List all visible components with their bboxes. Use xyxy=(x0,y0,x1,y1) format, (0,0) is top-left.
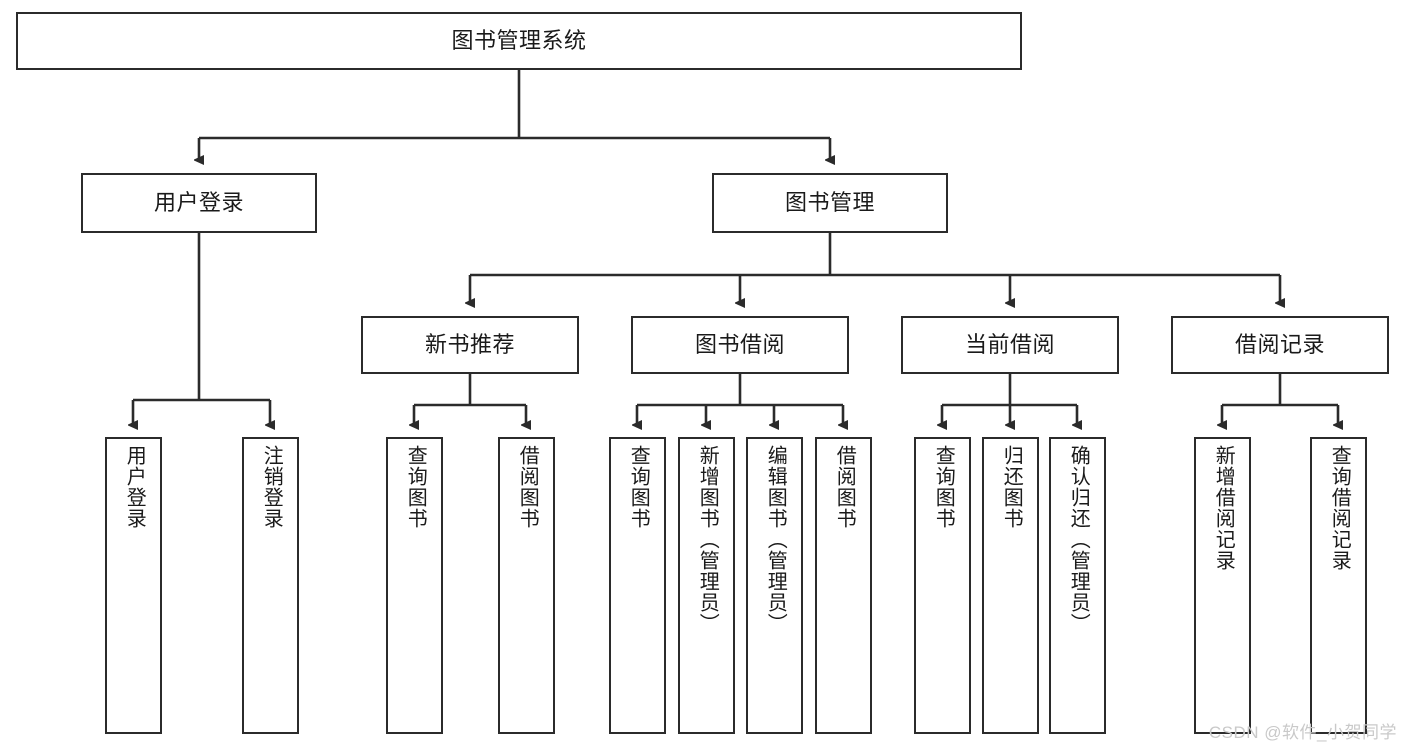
node-user-login[interactable]: 用户登录 xyxy=(81,173,317,233)
node-user-login-label: 用户登录 xyxy=(153,190,244,216)
leaf-query-book-2[interactable]: 查询图书 xyxy=(609,437,666,734)
leaf-logout[interactable]: 注销登录 xyxy=(242,437,299,734)
leaf-return-book-label: 归还图书 xyxy=(1000,445,1023,529)
leaf-add-record[interactable]: 新增借阅记录 xyxy=(1194,437,1251,734)
node-book-manage[interactable]: 图书管理 xyxy=(712,173,948,233)
node-current-borrow[interactable]: 当前借阅 xyxy=(901,316,1119,374)
leaf-add-book-label: 新增图书（管理员） xyxy=(696,445,719,634)
leaf-logout-label: 注销登录 xyxy=(260,445,283,529)
leaf-edit-book[interactable]: 编辑图书（管理员） xyxy=(746,437,803,734)
leaf-add-record-label: 新增借阅记录 xyxy=(1212,445,1235,571)
leaf-query-book-1-label: 查询图书 xyxy=(404,445,427,529)
node-borrow-record[interactable]: 借阅记录 xyxy=(1171,316,1389,374)
leaf-add-book[interactable]: 新增图书（管理员） xyxy=(678,437,735,734)
leaf-user-login-label: 用户登录 xyxy=(123,445,146,529)
node-borrow-record-label: 借阅记录 xyxy=(1234,332,1325,358)
leaf-edit-book-label: 编辑图书（管理员） xyxy=(764,445,787,634)
leaf-borrow-book-1[interactable]: 借阅图书 xyxy=(498,437,555,734)
leaf-confirm-return[interactable]: 确认归还（管理员） xyxy=(1049,437,1106,734)
csdn-watermark: CSDN @软件_小贺同学 xyxy=(1208,723,1397,742)
node-root-label: 图书管理系统 xyxy=(451,28,587,54)
leaf-query-book-3-label: 查询图书 xyxy=(932,445,955,529)
leaf-query-book-1[interactable]: 查询图书 xyxy=(386,437,443,734)
leaf-confirm-return-label: 确认归还（管理员） xyxy=(1067,445,1090,634)
node-new-book-recommend-label: 新书推荐 xyxy=(424,332,515,358)
leaf-query-book-3[interactable]: 查询图书 xyxy=(914,437,971,734)
node-book-borrow-label: 图书借阅 xyxy=(694,332,785,358)
leaf-query-book-2-label: 查询图书 xyxy=(627,445,650,529)
node-new-book-recommend[interactable]: 新书推荐 xyxy=(361,316,579,374)
leaf-return-book[interactable]: 归还图书 xyxy=(982,437,1039,734)
leaf-borrow-book-2-label: 借阅图书 xyxy=(833,445,856,529)
node-root[interactable]: 图书管理系统 xyxy=(16,12,1022,70)
leaf-user-login[interactable]: 用户登录 xyxy=(105,437,162,734)
leaf-borrow-book-2[interactable]: 借阅图书 xyxy=(815,437,872,734)
leaf-query-record-label: 查询借阅记录 xyxy=(1328,445,1351,571)
leaf-query-record[interactable]: 查询借阅记录 xyxy=(1310,437,1367,734)
leaf-borrow-book-1-label: 借阅图书 xyxy=(516,445,539,529)
node-book-borrow[interactable]: 图书借阅 xyxy=(631,316,849,374)
node-current-borrow-label: 当前借阅 xyxy=(964,332,1055,358)
node-book-manage-label: 图书管理 xyxy=(784,190,875,216)
